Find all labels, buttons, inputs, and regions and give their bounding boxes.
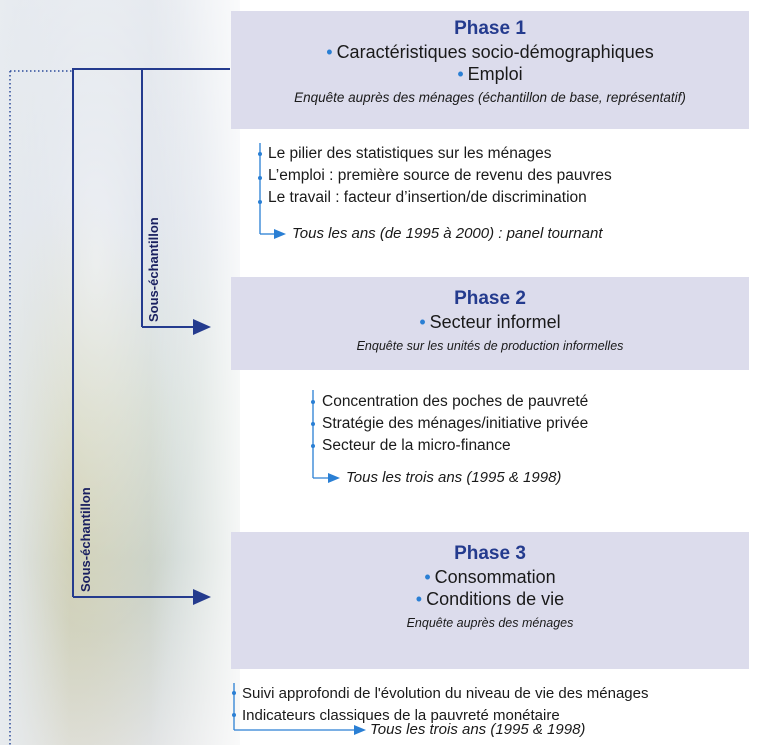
phase3-frequency: Tous les trois ans (1995 & 1998) — [370, 721, 586, 738]
phase2-bullets: Concentration des poches de pauvreté Str… — [322, 391, 588, 457]
phase2-note: Enquête sur les unités de production inf… — [356, 339, 624, 353]
phase2-title: Phase 2 — [454, 288, 526, 309]
bullet-dot-icon: • — [326, 42, 333, 62]
phase1-frequency: Tous les ans (de 1995 à 2000) : panel to… — [292, 225, 603, 242]
phase1-bullets: Le pilier des statistiques sur les ménag… — [268, 143, 612, 209]
phase3-title: Phase 3 — [454, 543, 526, 564]
bullet-dot-icon: • — [457, 64, 464, 84]
phase3-box: Phase 3 •Consommation •Conditions de vie… — [231, 532, 749, 669]
sub-sample-label-phase3: Sous-échantillon — [78, 487, 93, 592]
phase1-title: Phase 1 — [454, 18, 526, 39]
phase2-item: •Secteur informel — [419, 312, 561, 332]
list-item: Indicateurs classiques de la pauvreté mo… — [242, 707, 560, 724]
background-overlay — [0, 0, 70, 745]
arrow-freq-phase3 — [354, 725, 366, 735]
phase2-frequency: Tous les trois ans (1995 & 1998) — [346, 469, 562, 486]
list-item: Le travail : facteur d’insertion/de disc… — [268, 189, 587, 206]
phase1-item: •Emploi — [457, 64, 523, 84]
phase3-note: Enquête auprès des ménages — [406, 616, 574, 630]
bullet-dot-icon: • — [419, 312, 426, 332]
arrow-freq-phase2 — [328, 473, 340, 483]
list-item: Le pilier des statistiques sur les ménag… — [268, 145, 552, 162]
list-item: L’emploi : première source de revenu des… — [268, 167, 612, 184]
list-item: Secteur de la micro-finance — [322, 437, 511, 454]
phase3-bullets: Suivi approfondi de l'évolution du nivea… — [242, 683, 648, 727]
list-item: Concentration des poches de pauvreté — [322, 393, 589, 410]
sub-sample-label-phase2: Sous-échantillon — [146, 217, 161, 322]
phase2-box: Phase 2 •Secteur informel Enquête sur le… — [231, 277, 749, 370]
arrow-to-phase2 — [193, 319, 211, 335]
phase1-box: Phase 1 •Caractéristiques socio-démograp… — [231, 11, 749, 129]
bullet-dot-icon: • — [415, 589, 423, 609]
phase1-note: Enquête auprès des ménages (échantillon … — [294, 90, 686, 105]
phase3-item: •Consommation — [424, 567, 556, 587]
list-item: Suivi approfondi de l'évolution du nivea… — [242, 685, 649, 702]
arrow-to-phase3 — [193, 589, 211, 605]
phase1-item: •Caractéristiques socio-démographiques — [326, 42, 654, 62]
arrow-freq-phase1 — [274, 229, 286, 239]
bullet-dot-icon: • — [424, 567, 431, 587]
phase3-item: •Conditions de vie — [415, 589, 565, 609]
list-item: Stratégie des ménages/initiative privée — [322, 415, 589, 432]
